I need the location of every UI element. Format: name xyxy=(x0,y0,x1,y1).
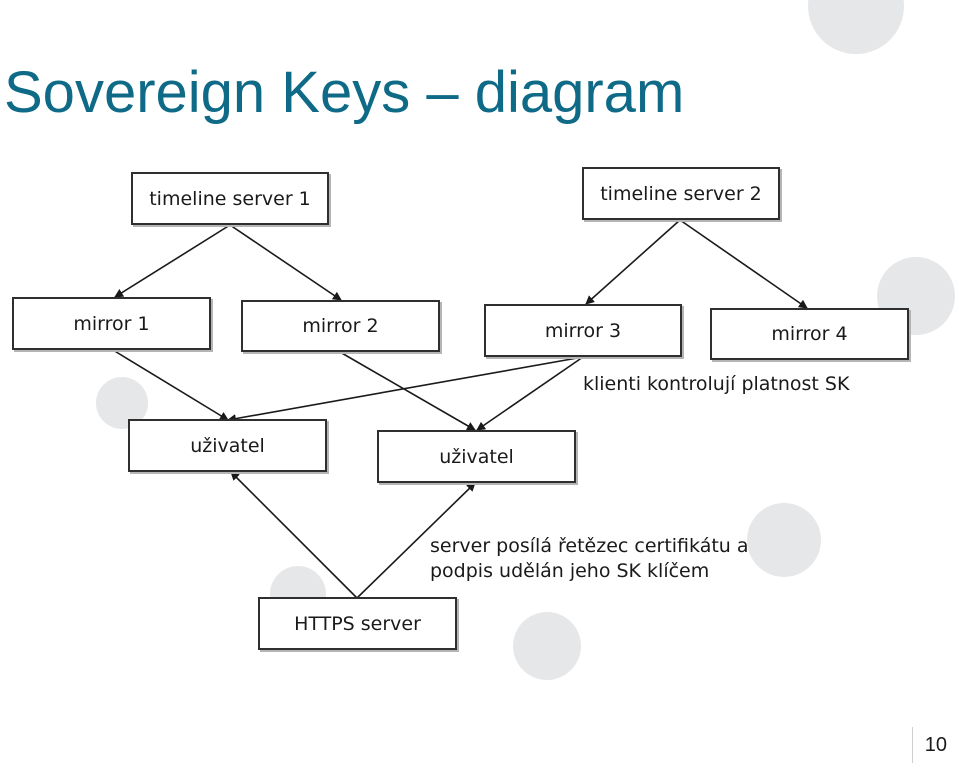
arrow-ts2-to-mirror3 xyxy=(585,219,681,305)
node-timeline-server-1: timeline server 1 xyxy=(131,172,329,225)
node-mirror-3: mirror 3 xyxy=(484,304,682,357)
node-mirror-1: mirror 1 xyxy=(12,297,211,350)
slide-title: Sovereign Keys – diagram xyxy=(4,60,685,125)
arrow-mirror2-to-user2 xyxy=(339,351,476,431)
arrow-https-to-user2 xyxy=(356,482,476,599)
arrow-mirror3-to-user2 xyxy=(476,356,584,431)
node-user-1: uživatel xyxy=(128,419,327,472)
node-mirror-2: mirror 2 xyxy=(241,300,440,352)
node-https-server: HTTPS server xyxy=(258,597,457,650)
arrow-ts1-to-mirror1 xyxy=(114,224,231,298)
note-line-2: podpis udělán jeho SK klíčem xyxy=(430,560,710,582)
note-clients-check-sk: klienti kontrolují platnost SK xyxy=(583,373,850,395)
node-mirror-4: mirror 4 xyxy=(710,308,909,360)
arrow-ts2-to-mirror4 xyxy=(679,219,808,309)
arrow-mirror1-to-user1 xyxy=(112,349,229,421)
note-server-sends-chain: server posílá řetězec certifikátu a podp… xyxy=(430,534,749,584)
page-number: 10 xyxy=(911,727,947,763)
node-user-2: uživatel xyxy=(377,430,576,483)
node-timeline-server-2: timeline server 2 xyxy=(582,167,780,220)
decorative-circle-bottom-middle xyxy=(513,612,581,680)
decorative-circle-middle-right xyxy=(747,503,821,577)
arrow-ts1-to-mirror2 xyxy=(229,224,342,301)
arrow-mirror3-to-user1 xyxy=(227,356,584,424)
note-line-1: server posílá řetězec certifikátu a xyxy=(430,535,749,557)
arrow-https-to-user1 xyxy=(230,471,358,599)
